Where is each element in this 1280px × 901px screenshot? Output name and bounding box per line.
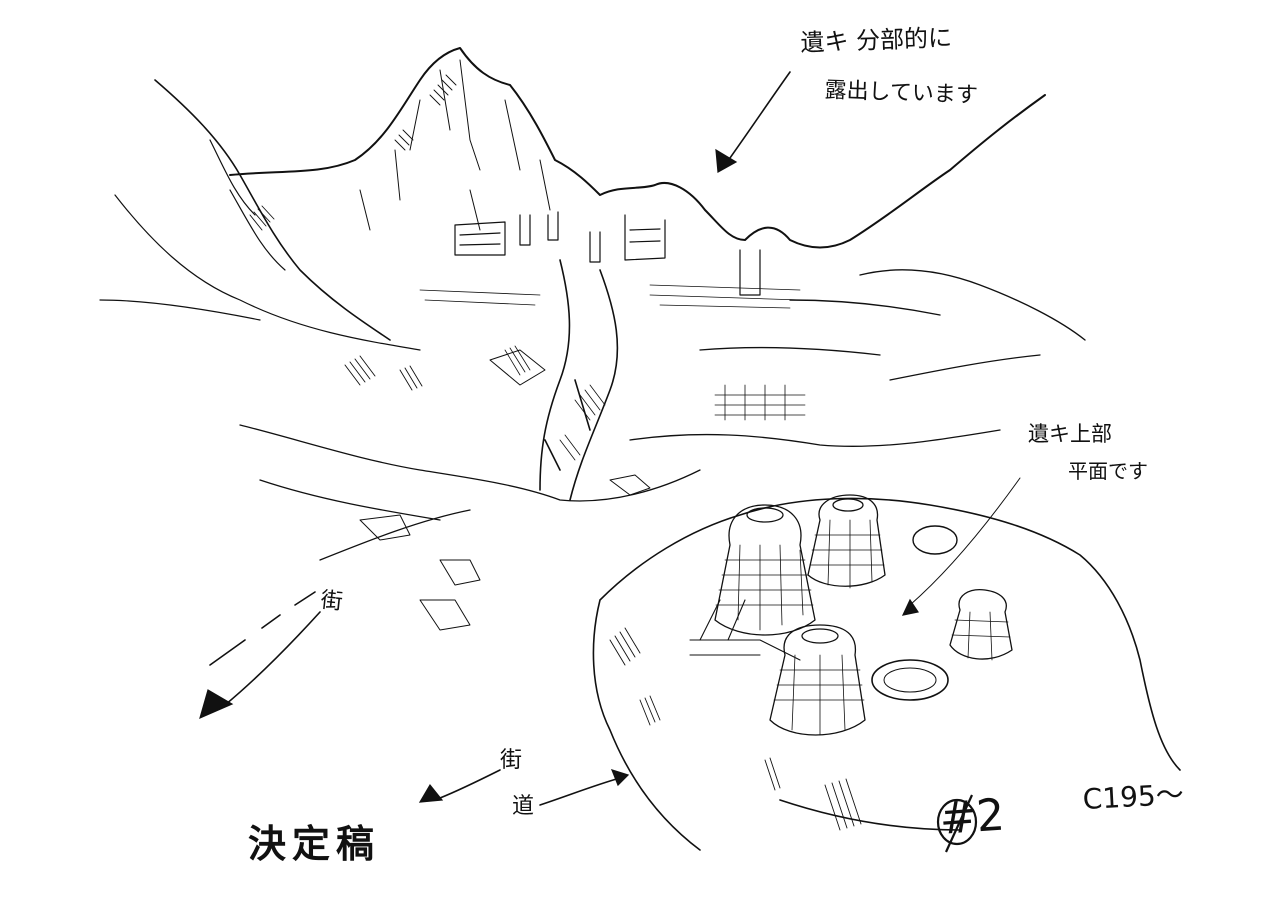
arrow-icon (715, 148, 738, 173)
central-gorge (539, 259, 619, 501)
arrow-icon (199, 689, 234, 720)
annotation-street-left: 街 (319, 588, 344, 616)
crossed-circle-icon (936, 794, 978, 853)
foreground-plateau-outline (592, 497, 1181, 851)
street-dashes-left (209, 591, 316, 666)
road-arrow-line (539, 777, 621, 806)
arrow-icon (418, 783, 444, 803)
scene-number: #2 (937, 789, 1007, 845)
mountain-face-cracks (359, 59, 551, 231)
final-draft-stamp: 決定稿 (248, 821, 381, 866)
mountain-hatching (249, 74, 457, 391)
left-ridge-inner (209, 139, 286, 271)
plateau-edge (239, 346, 1041, 561)
annotation-right-line2: 平面です (1068, 459, 1148, 483)
ridge-ruins (454, 211, 761, 296)
annotation-pointer-top (724, 71, 791, 166)
cut-number: C195～ (1081, 777, 1185, 816)
beehive-structure-1 (714, 504, 816, 636)
mountain-peak-outline (229, 47, 1046, 249)
collapsed-ring-inner (883, 667, 937, 693)
plateau-rocks (359, 349, 651, 631)
gorge-hatching (504, 345, 606, 461)
street-arrow-bottom-line (439, 769, 501, 799)
collapsed-ring-structure (871, 659, 949, 701)
right-slope (789, 269, 1086, 341)
walled-passage (689, 599, 801, 661)
ridge-brickwork (419, 284, 806, 421)
annotation-pointer-right (909, 477, 1021, 606)
far-left-slope (99, 194, 421, 351)
pit-top-right (912, 525, 958, 555)
beehive-structure-2 (807, 494, 886, 589)
annotation-top-line2: 露出しています (824, 78, 979, 109)
annotation-right-line1: 遺キ上部 (1028, 422, 1112, 446)
arrow-icon (901, 598, 919, 616)
beehive-structure-3 (769, 624, 866, 736)
annotation-street-bottom: 街 (500, 748, 523, 773)
beehive-structure-4 (949, 589, 1013, 661)
foreground-cliff-hatching (609, 627, 862, 831)
street-arrow-left-line (224, 611, 321, 706)
arrow-icon (610, 769, 630, 787)
annotation-road-bottom: 道 (512, 794, 535, 819)
annotation-top-line1: 遺キ 分部的に (799, 23, 953, 57)
left-ridge (154, 79, 391, 341)
